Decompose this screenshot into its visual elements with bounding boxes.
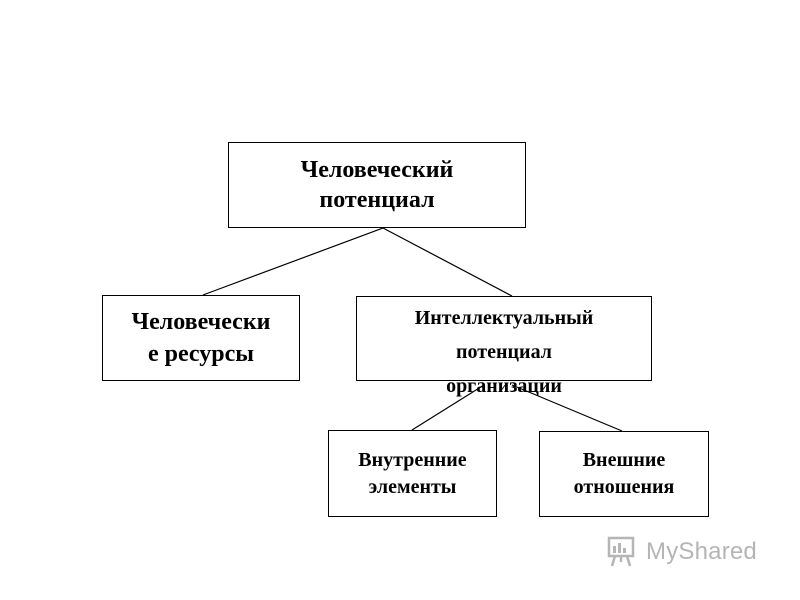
external-relations-box: Внешние отношения — [539, 431, 709, 517]
connector-root-to-intellectual-potential — [382, 227, 513, 297]
human-potential-box: Человеческий потенциал — [228, 142, 526, 228]
human-resources-line2: е ресурсы — [147, 341, 255, 367]
presentation-board-icon — [607, 536, 635, 567]
external-relations-line1: Внешние — [582, 449, 666, 471]
external-relations-line2: отношения — [573, 476, 675, 498]
intellectual-potential-box: Интеллектуальный потенциал организации — [356, 296, 652, 397]
internal-elements-line2: элементы — [368, 475, 457, 498]
human-resources-line1: Человечески — [131, 309, 271, 335]
intellectual-potential-line3: организации — [446, 375, 562, 397]
connector-root-to-human-resources — [202, 227, 384, 296]
human-resources-box: Человечески е ресурсы — [102, 295, 300, 381]
human-potential-line2: потенциал — [319, 187, 435, 213]
human-potential-line1: Человеческий — [300, 157, 454, 183]
internal-elements-line1: Внутренние — [358, 448, 467, 471]
watermark-text: MyShared — [646, 538, 757, 565]
myshared-watermark: MyShared — [606, 535, 757, 569]
internal-elements-box: Внутренние элементы — [328, 430, 497, 517]
intellectual-potential-line1: Интеллектуальный — [414, 307, 594, 329]
intellectual-potential-line2: потенциал — [456, 341, 552, 363]
